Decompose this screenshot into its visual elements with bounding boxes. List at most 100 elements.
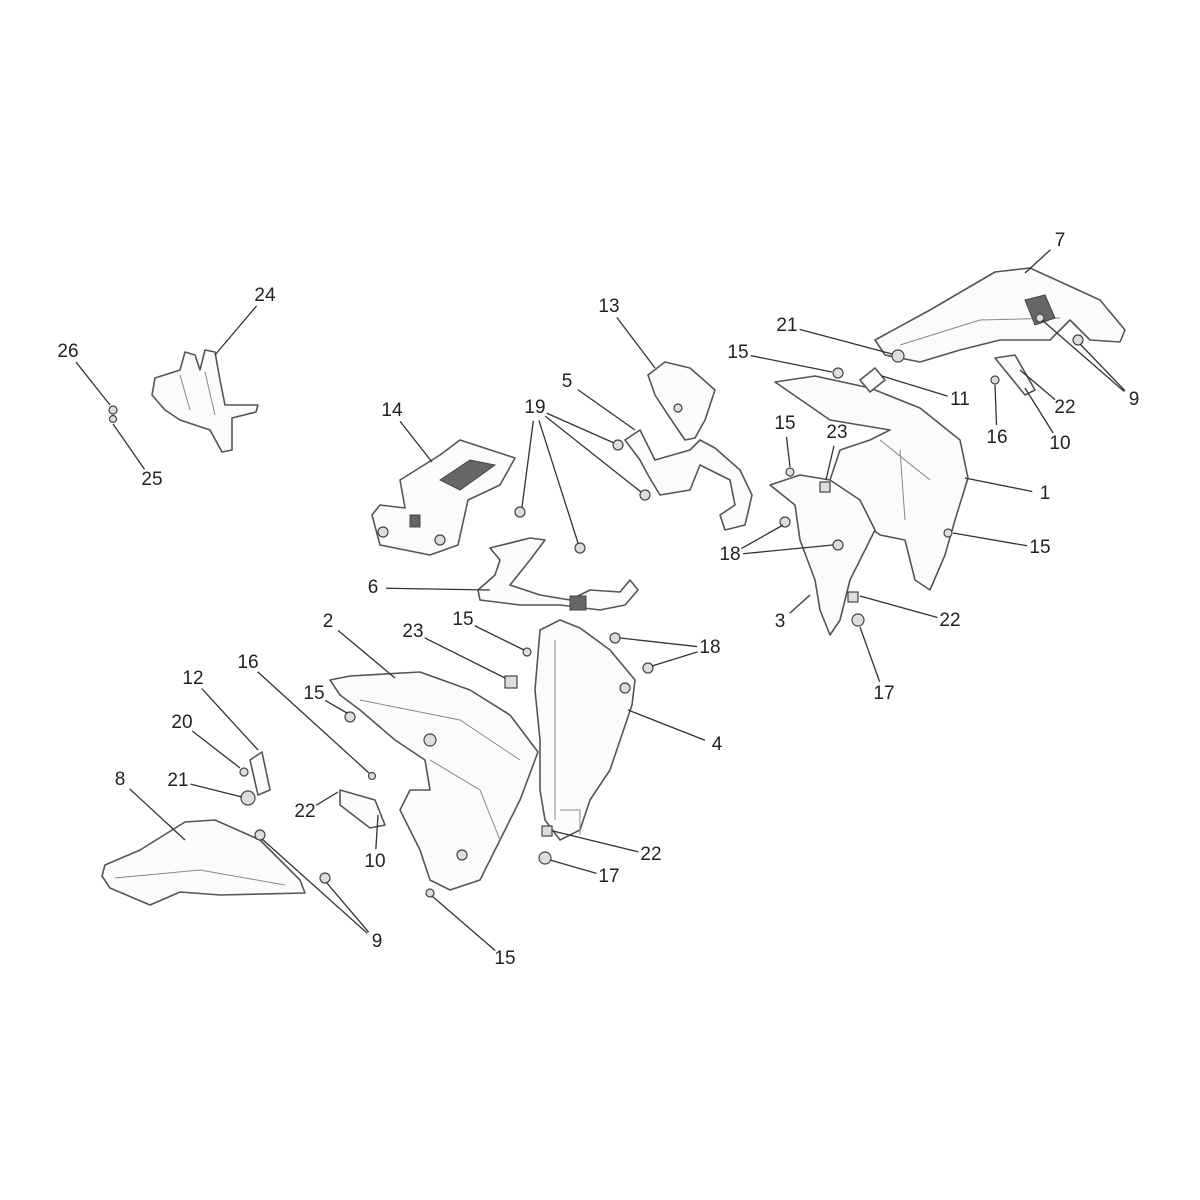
leader-line [324,699,348,714]
callout-number: 14 [381,400,403,421]
callout-number: 18 [719,544,740,565]
callout-number: 15 [727,342,748,363]
leader-line [191,730,241,769]
callout-number: 18 [699,637,720,658]
leader-line [750,354,833,373]
callout-number: 8 [115,769,126,790]
part-14-vent-panel [371,439,516,556]
leader-line [881,375,948,397]
leader-line [1079,343,1126,392]
small-brackets [249,354,1036,829]
part-5-6-subframe [477,429,753,611]
leader-line [799,328,893,355]
leader-line [112,423,146,470]
callout-number: 19 [524,397,545,418]
callout-number: 17 [598,866,619,887]
leader-line [1041,319,1125,392]
leader-line [785,436,791,468]
leader-line [214,305,258,356]
leader-line [964,477,1033,493]
fasteners [239,313,1084,898]
callout-number: 11 [950,389,970,410]
leader-line [789,594,811,614]
leader-line [399,420,433,463]
leader-line [337,629,396,679]
callout-number: 17 [873,683,894,704]
callout-number: 22 [294,801,315,822]
callout-number: 2 [323,611,334,632]
part-8-side-panel [101,819,306,906]
leader-line [424,637,506,679]
leader-line [1024,249,1051,274]
callout-number: 1 [1040,483,1051,504]
callout-number: 23 [826,422,847,443]
leader-line [952,532,1028,547]
leader-lines [75,249,1126,951]
callout-number: 13 [598,296,619,317]
callout-number: 21 [776,315,797,336]
leader-line [431,895,496,951]
callout-number: 23 [402,621,423,642]
leader-line [257,671,370,774]
callout-number: 10 [1049,433,1070,454]
leader-line [616,316,656,369]
callout-number: 9 [372,931,383,952]
callout-number: 9 [1129,389,1140,410]
leader-line [994,384,998,426]
callout-number: 26 [57,341,78,362]
leader-line [552,830,639,853]
part-3-inner-panel [769,474,876,636]
callout-number: 22 [939,610,960,631]
leader-line [325,881,370,933]
leader-line [742,544,834,555]
callout-number: 7 [1055,230,1066,251]
leader-line [521,420,534,508]
callout-number: 4 [712,734,723,755]
callout-number: 16 [986,427,1007,448]
leader-line [549,859,597,875]
callout-number: 10 [364,851,385,872]
part-13-bracket [647,361,716,441]
leader-line [190,783,243,798]
leader-line [375,814,379,850]
leader-line [859,595,938,619]
leader-line [740,524,784,550]
leader-line [201,688,259,751]
callout-number: 16 [237,652,258,673]
callout-number: 15 [494,948,515,969]
callout-number: 24 [254,285,276,306]
leader-line [577,388,636,431]
part-25-26-fasteners [108,405,118,424]
leader-line [627,709,706,741]
leader-line [619,637,698,648]
callout-number: 15 [303,683,324,704]
leader-line [859,626,881,682]
leader-line [1024,387,1054,434]
leader-line [1019,369,1056,401]
callout-number: 15 [452,609,473,630]
callout-number: 12 [182,668,203,689]
leader-line [546,412,615,444]
callout-number: 5 [562,371,573,392]
callout-number: 22 [640,844,661,865]
callout-number: 25 [141,469,162,490]
leader-line [75,361,111,406]
leader-line [315,791,339,806]
callout-number: 15 [774,413,795,434]
leader-line [474,625,525,651]
leader-line [538,420,579,544]
leader-line [129,788,186,841]
part-1-upper-fairing [774,375,969,591]
callout-number: 21 [167,770,188,791]
callout-number: 6 [368,577,379,598]
callout-number: 20 [171,712,192,733]
leader-line [385,587,491,591]
callout-number: 22 [1054,397,1075,418]
part-7-side-panel [874,267,1126,363]
leader-line [544,415,642,493]
leader-line [651,651,698,667]
part-24-bracket [151,349,259,453]
